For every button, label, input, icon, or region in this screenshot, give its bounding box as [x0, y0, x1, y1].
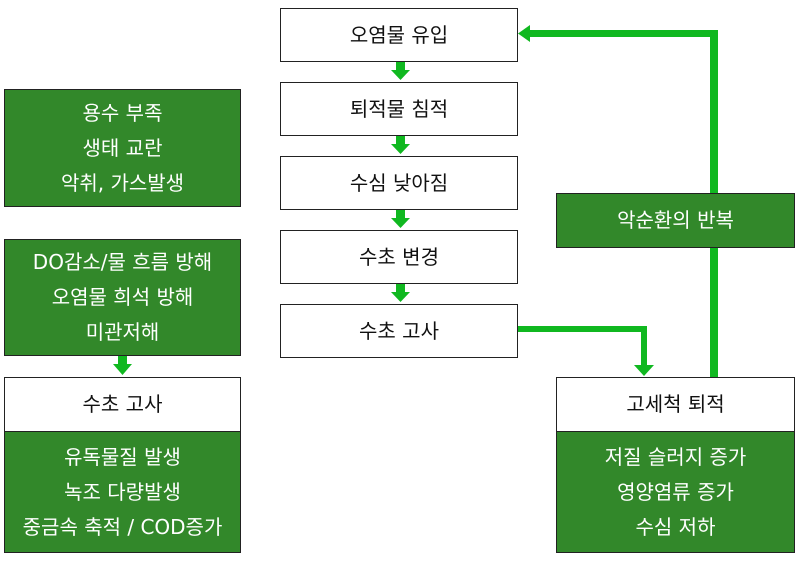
flow-label: 수심 낮아짐	[349, 170, 449, 195]
left-arrow	[113, 355, 132, 375]
flow-arrow-1	[391, 61, 410, 80]
effect: 중금속 축적 / COD증가	[22, 514, 223, 539]
effect: 유독물질 발생	[64, 444, 181, 469]
right-title-box: 고세척 퇴적	[556, 377, 795, 432]
flow-box-weed-change: 수초 변경	[280, 230, 518, 284]
impact: 생태 교란	[82, 135, 163, 160]
flow-label: 오염물 유입	[349, 22, 449, 47]
flow-box-sediment: 퇴적물 침적	[280, 82, 518, 136]
flow-arrow-2	[391, 135, 410, 154]
impact: 악취, 가스발생	[60, 170, 185, 195]
cycle-box: 악순환의 반복	[556, 193, 795, 248]
impact: 미관저해	[85, 320, 160, 344]
to-right-arrow	[517, 326, 654, 376]
left-title-box: 수초 고사	[4, 377, 241, 432]
impact: DO감소/물 흐름 방해	[32, 250, 213, 274]
flow-label: 수초 변경	[359, 244, 439, 269]
flow-arrow-3	[391, 209, 410, 228]
left-title: 수초 고사	[82, 392, 163, 416]
flow-label: 퇴적물 침적	[349, 96, 449, 121]
flow-label: 수초 고사	[359, 318, 439, 343]
flow-box-inflow: 오염물 유입	[280, 8, 518, 62]
flow-arrow-4	[391, 283, 410, 302]
effect: 수심 저하	[635, 514, 716, 539]
impact: 용수 부족	[82, 100, 163, 125]
effect: 저질 슬러지 증가	[604, 444, 747, 469]
effect: 녹조 다량발생	[64, 479, 181, 504]
right-title: 고세척 퇴적	[626, 392, 725, 416]
effect: 영양염류 증가	[617, 479, 734, 504]
flow-box-depth: 수심 낮아짐	[280, 156, 518, 210]
impact: 오염물 희석 방해	[51, 285, 194, 309]
cycle-label: 악순환의 반복	[617, 208, 734, 232]
flow-box-weed-death: 수초 고사	[280, 304, 518, 358]
